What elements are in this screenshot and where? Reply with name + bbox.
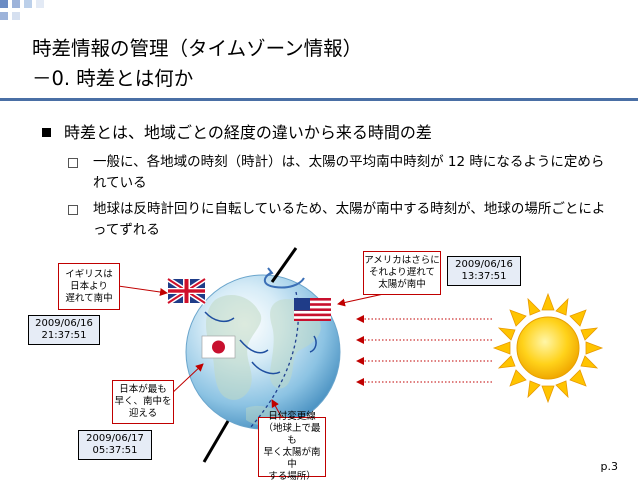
callout-line: 日本より xyxy=(70,280,108,292)
callout-line: 遅れて南中 xyxy=(65,292,113,304)
japan-callout: 日本が最も 早く、南中を 迎える xyxy=(112,380,174,424)
callout-line: 日付変更線 xyxy=(268,411,316,422)
deco-square xyxy=(0,12,8,20)
us-callout: アメリカはさらに それより遅れて 太陽が南中 xyxy=(363,251,441,295)
deco-square xyxy=(12,12,20,20)
bullet-box-icon xyxy=(68,205,78,215)
deco-square xyxy=(12,0,20,8)
bullet-square-icon xyxy=(42,128,51,137)
callout-line: 太陽が南中 xyxy=(378,279,426,290)
timestamp-time: 13:37:51 xyxy=(461,271,507,282)
timestamp-date: 2009/06/16 xyxy=(455,258,513,270)
sun-icon xyxy=(492,292,604,404)
callout-line: 早く、南中を xyxy=(114,396,172,407)
title-line-1: 時差情報の管理（タイムゾーン情報） xyxy=(32,37,363,60)
main-bullet-text: 時差とは、地域ごとの経度の違いから来る時間の差 xyxy=(64,123,432,142)
bullet-box-icon xyxy=(68,158,78,168)
timestamp-time: 21:37:51 xyxy=(41,330,87,341)
sub-bullet-text: 地球は反時計回りに自転しているため、太陽が南中する時刻が、地球の場所ごとによって… xyxy=(93,201,606,238)
dateline-callout: 日付変更線 （地球上で最も 早く太陽が南中 する場所） xyxy=(258,411,326,482)
uk-time-stamp: 2009/06/16 21:37:51 xyxy=(28,315,100,345)
callout-line: それより遅れて xyxy=(368,267,436,278)
callout-line: （地球上で最も xyxy=(263,423,321,446)
movement-arrows xyxy=(204,311,317,375)
callout-line: 日本が最も xyxy=(119,384,167,395)
japan-time-stamp: 2009/06/17 05:37:51 xyxy=(78,430,152,460)
uk-flag xyxy=(166,276,207,306)
japan-flag xyxy=(201,335,236,359)
axis-line xyxy=(270,247,298,283)
timestamp-date: 2009/06/17 xyxy=(86,432,144,444)
sunlight-ray-heads xyxy=(356,315,364,386)
callout-line: する場所） xyxy=(268,471,316,482)
page-number: p.3 xyxy=(600,460,618,473)
deco-square xyxy=(36,0,44,8)
timestamp-time: 05:37:51 xyxy=(92,445,138,456)
title-divider xyxy=(0,98,638,101)
rotation-arrow-icon xyxy=(263,267,305,289)
slide-title: 時差情報の管理（タイムゾーン情報） －0. 時差とは何か xyxy=(32,34,362,94)
timestamp-date: 2009/06/16 xyxy=(35,317,93,329)
sub-bullet-text: 一般に、各地域の時刻（時計）は、太陽の平均南中時刻が 12 時になるように定めら… xyxy=(93,154,605,191)
axis-line xyxy=(202,420,230,463)
us-time-stamp: 2009/06/16 13:37:51 xyxy=(447,256,521,286)
deco-square xyxy=(0,0,8,8)
us-flag xyxy=(294,298,331,321)
sunlight-rays xyxy=(364,318,492,383)
callout-line: イギリスは xyxy=(65,268,113,280)
deco-square xyxy=(24,0,32,8)
callout-line: 早く太陽が南中 xyxy=(263,447,321,470)
callout-line: 迎える xyxy=(128,408,158,419)
title-line-2: －0. 時差とは何か xyxy=(32,67,194,90)
uk-callout: イギリスは 日本より 遅れて南中 xyxy=(58,263,120,310)
callout-line: アメリカはさらに xyxy=(364,255,440,266)
